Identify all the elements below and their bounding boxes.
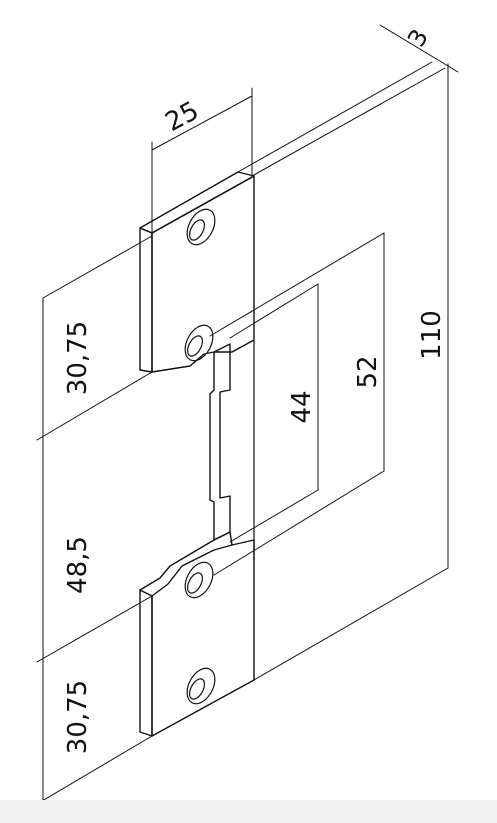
- strike-plate: [139, 171, 255, 737]
- dimension-lines: [36, 24, 459, 800]
- dim-bottom-segment-label: 30,75: [63, 680, 93, 754]
- dim-thickness-label: 3: [402, 24, 434, 51]
- dim-hole-spacing-label: 52: [353, 355, 383, 388]
- dim-cutout-length-label: 44: [287, 390, 317, 423]
- bottom-strip: [0, 800, 497, 823]
- plate-lower-tab-lip: [139, 531, 233, 591]
- dim-total-length-label: 110: [417, 310, 447, 360]
- plate-top-face: [139, 171, 255, 234]
- hole-1: [186, 208, 216, 246]
- dimension-labels: 25 3 110 52 44 30,75 48,5 30,75: [63, 24, 447, 754]
- dim-width-label: 25: [161, 96, 204, 138]
- hole-3: [184, 561, 214, 599]
- dim-top-segment-label: 30,75: [63, 321, 93, 395]
- plate-middle-web: [209, 343, 231, 541]
- plate-lower-tab-edge: [139, 589, 153, 737]
- plate-upper-tab-edge: [139, 227, 153, 373]
- plate-upper-tab-face: [151, 175, 255, 373]
- hole-2: [184, 324, 214, 362]
- hole-4: [186, 667, 216, 705]
- strike-plate-technical-drawing: 25 3 110 52 44 30,75 48,5 30,75: [36, 24, 459, 800]
- dim-middle-segment-label: 48,5: [63, 536, 93, 594]
